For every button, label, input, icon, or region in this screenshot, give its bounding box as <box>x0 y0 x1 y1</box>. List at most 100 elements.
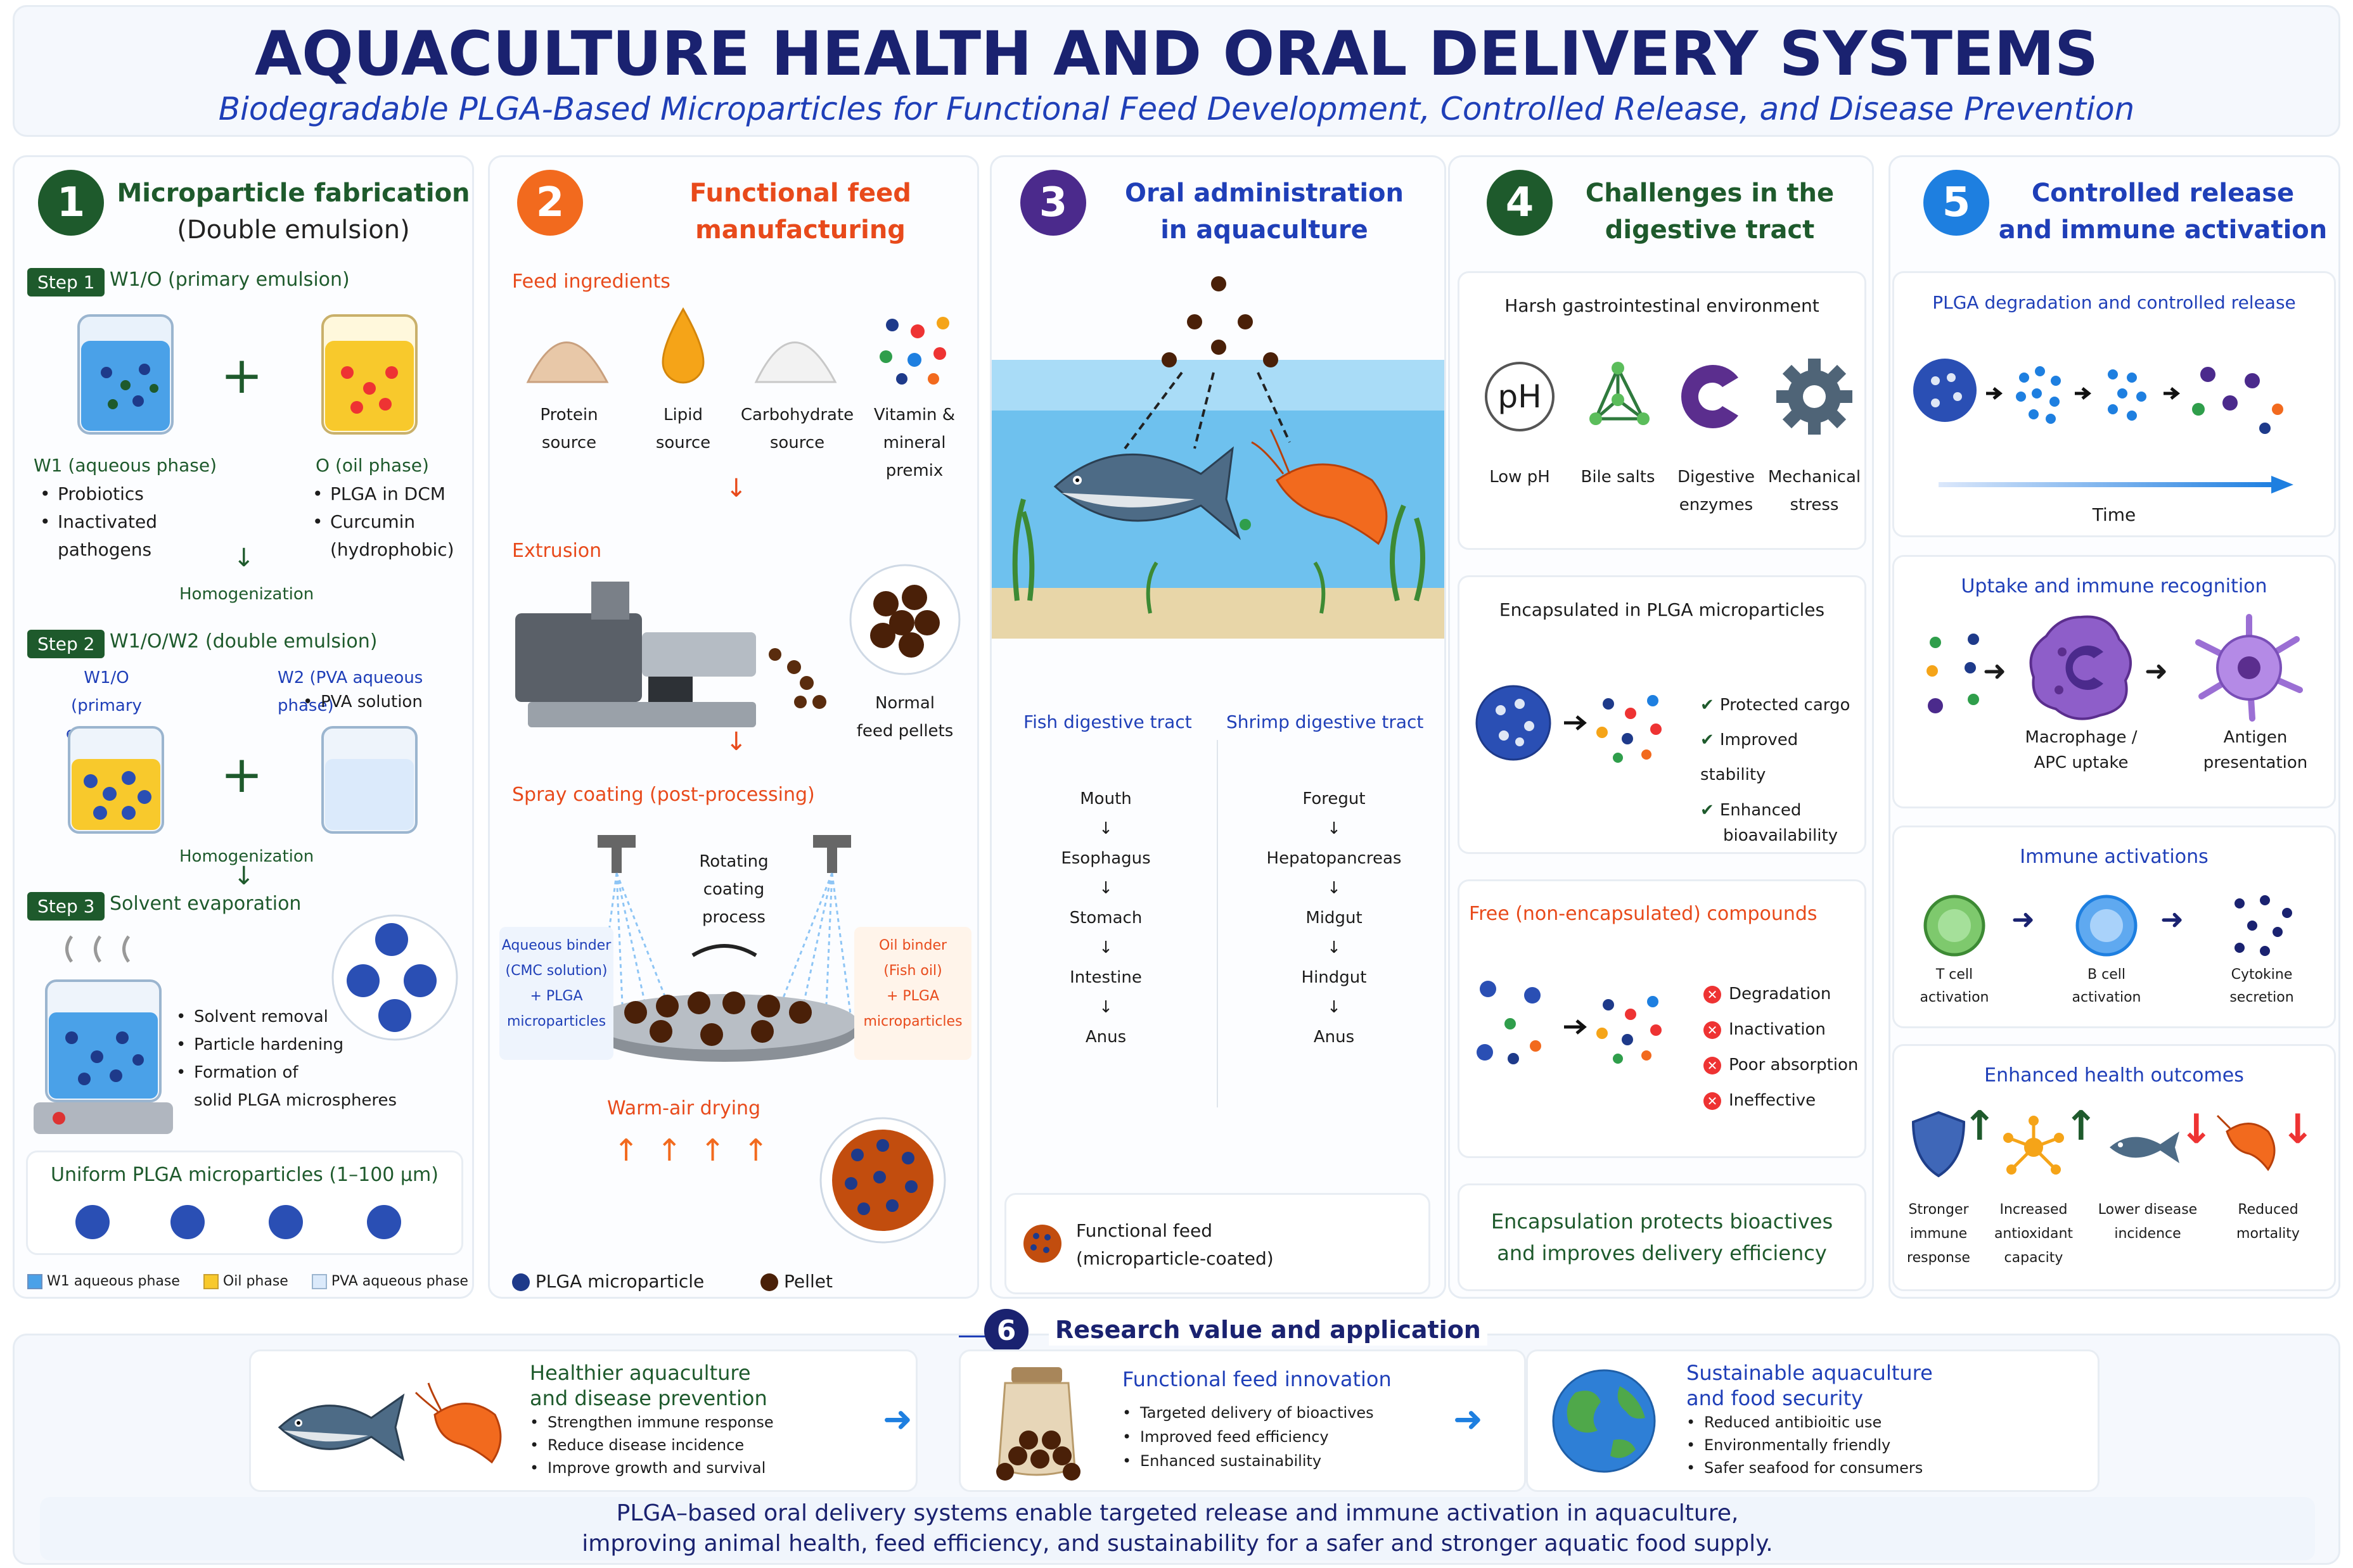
factor-bile-salts: Bile salts <box>1570 463 1665 491</box>
x-circle-icon: ✕ <box>1703 986 1721 1004</box>
aq-text: (CMC solution) <box>505 963 608 979</box>
summary-line: Encapsulation protects bioactives <box>1491 1209 1833 1233</box>
outcome-text: response <box>1907 1250 1970 1266</box>
outcome-text: capacity <box>2004 1250 2063 1266</box>
degradation-sequence-icon <box>1913 359 2283 434</box>
arrow-down-icon: ↓ <box>1327 998 1341 1017</box>
arrow-down-icon: ↓ <box>1327 879 1341 898</box>
degradation-title: PLGA degradation and controlled release <box>1932 292 2296 313</box>
step3-text: Solvent evaporation <box>110 893 302 915</box>
w1-beaker-icon <box>77 314 174 435</box>
down-arrow-icon-4: ↓ <box>726 727 747 756</box>
drawback-text: Degradation <box>1729 985 1831 1004</box>
arrow-down-icon: ↓ <box>1099 819 1113 838</box>
outcomes-title: Enhanced health outcomes <box>1984 1064 2244 1087</box>
plus-icon-2: + <box>221 745 264 804</box>
free-compounds-icon <box>1477 981 1662 1064</box>
outcome-text: Stronger <box>1908 1202 1969 1218</box>
globe-icon <box>1552 1369 1656 1473</box>
bile-salts-icon <box>1589 362 1650 425</box>
free-compounds-box: Free (non-encapsulated) compounds ✕Degra… <box>1458 879 1866 1158</box>
panel1-title-line2: (Double emulsion) <box>177 215 410 245</box>
feed-jar-icon <box>996 1367 1080 1481</box>
shrimp-icon <box>2216 1114 2276 1171</box>
card1-text: Healthier aquaculture and disease preven… <box>530 1360 774 1479</box>
functional-feed-pellet-icon <box>1023 1225 1061 1263</box>
rot-text: coating <box>703 880 765 899</box>
step1-text: W1/O (primary emulsion) <box>110 269 350 291</box>
x-circle-icon: ✕ <box>1703 1021 1721 1039</box>
panel-microparticle-fabrication: 1 Microparticle fabrication (Double emul… <box>13 155 474 1299</box>
panel1-title: Microparticle fabrication (Double emulsi… <box>116 175 471 248</box>
w1-label: W1 (aqueous phase) <box>34 455 217 476</box>
panel2-legend: PLGA microparticle Pellet <box>512 1270 833 1293</box>
antioxidant-icon <box>2003 1116 2064 1175</box>
factor-low-ph: Low pH <box>1472 463 1567 491</box>
legend-plga: PLGA microparticle <box>535 1271 705 1292</box>
pva-beaker-icon <box>321 726 418 834</box>
macrophage-icon <box>2029 615 2132 720</box>
rot-text: process <box>702 908 766 927</box>
b-cell-icon <box>2075 895 2138 957</box>
panel4-title-line2: digestive tract <box>1605 215 1815 245</box>
outcome-text: immune <box>1909 1226 1968 1242</box>
down-arrow-icon-2: ↓ <box>233 862 255 891</box>
legend-text: Functional feed <box>1076 1220 1213 1241</box>
protein-icon <box>526 341 609 383</box>
drawback: ✕Ineffective <box>1703 1083 1858 1118</box>
feed-ingredients-label: Feed ingredients <box>512 271 670 293</box>
oilb-text: Oil binder <box>878 938 947 953</box>
flow-arrow-icon: ➜ <box>883 1399 913 1440</box>
down-arrow-icon-3: ↓ <box>726 474 747 503</box>
legend-oil-swatch <box>203 1274 219 1289</box>
step-number-1: 1 <box>38 170 104 236</box>
shrimp-tract-label: Shrimp digestive tract <box>1226 711 1424 732</box>
encapsulated-particle-icon <box>1475 685 1662 763</box>
card-title: Functional feed innovation <box>1122 1367 1392 1391</box>
benefit-text: bioavailability <box>1723 826 1838 845</box>
macrophage-label: Macrophage /APC uptake <box>2008 725 2154 775</box>
evap-item: Solvent removal <box>176 1003 397 1031</box>
cell-text: activation <box>1920 990 1989 1005</box>
extrusion-label: Extrusion <box>512 540 602 562</box>
free-drawbacks: ✕Degradation ✕Inactivation ✕Poor absorpt… <box>1703 976 1858 1118</box>
legend-w1-swatch <box>27 1274 42 1289</box>
spray-coating-label: Spray coating (post-processing) <box>512 784 815 806</box>
step-number-2: 2 <box>517 170 583 236</box>
outcome-text: Lower disease <box>2098 1202 2198 1218</box>
factor-text: Bile salts <box>1580 468 1655 487</box>
drawback: ✕Poor absorption <box>1703 1047 1858 1083</box>
antigen-text: presentation <box>2203 753 2308 772</box>
step-number-6: 6 <box>984 1309 1029 1353</box>
tract-divider <box>1217 740 1218 1107</box>
aq-text: Aqueous binder <box>501 938 612 953</box>
ing-text: Protein <box>540 405 598 424</box>
fish-tract-label: Fish digestive tract <box>1023 711 1192 732</box>
cell-text: B cell <box>2087 967 2125 983</box>
down-arrow-icon-red-2: ↓ <box>2281 1106 2315 1153</box>
card-title: Healthier aquaculture <box>530 1361 751 1385</box>
lipid-drop-icon <box>662 307 705 384</box>
panel3-title: Oral administration in aquaculture <box>1119 175 1410 248</box>
uniform-particles-icon <box>75 1205 401 1239</box>
outcome-text: incidence <box>2114 1226 2181 1242</box>
ing-text: Vitamin & <box>873 405 956 424</box>
oilb-text: (Fish oil) <box>883 963 942 979</box>
panel-functional-feed: 2 Functional feed manufacturing Feed ing… <box>488 155 979 1299</box>
panel4-title: Challenges in the digestive tract <box>1570 175 1849 248</box>
shrimp-step: Hindgut <box>1301 968 1367 987</box>
card-healthier-aquaculture: Healthier aquaculture and disease preven… <box>249 1349 918 1492</box>
time-arrow-icon <box>1939 476 2293 494</box>
macro-text: APC uptake <box>2034 753 2129 772</box>
legend-pellet: Pellet <box>784 1271 833 1292</box>
ing-text: premix <box>885 461 944 480</box>
panel-research-value: 6 Research value and application Healthi… <box>13 1309 2340 1565</box>
